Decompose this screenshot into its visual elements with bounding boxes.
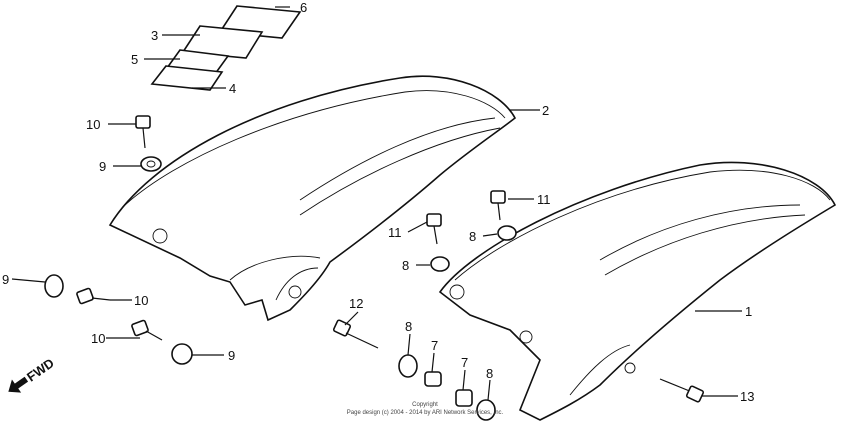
grommet-8-a [430,256,450,272]
callout-9a: 9 [99,159,106,174]
callout-4: 4 [229,81,236,96]
copyright-line-1: Copyright [412,402,438,408]
callout-10a: 10 [86,117,100,132]
callout-8a: 8 [469,229,476,244]
callout-11a: 11 [537,192,551,207]
callout-10b: 10 [134,293,148,308]
copyright-line-2: Page design (c) 2004 - 2014 by ARI Netwo… [346,410,504,416]
callout-9c: 9 [228,348,235,363]
callout-8d: 8 [486,366,493,381]
grommet-9-left [44,274,64,298]
grommet-8-d [476,399,496,421]
callout-7a: 7 [431,338,438,353]
nut-7-b [455,389,473,407]
callout-11b: 11 [388,225,402,240]
bolt-12 [332,319,379,349]
callout-9b: 9 [2,272,9,287]
arrow-left-icon [8,376,29,393]
callout-13: 13 [740,389,754,404]
copyright-notice: Copyright Page design (c) 2004 - 2014 by… [300,401,550,417]
decal-4 [150,65,224,91]
callout-7b: 7 [461,355,468,370]
bolt-11-left [426,213,442,245]
bolt-10-upper [135,115,151,149]
callout-10c: 10 [91,331,105,346]
callout-2: 2 [542,103,549,118]
fender-2 [108,75,517,322]
grommet-8-b [497,225,517,241]
leader-lines [11,6,742,401]
fender-1 [438,161,837,421]
callout-12: 12 [349,296,363,311]
callout-1: 1 [745,304,752,319]
callout-3: 3 [151,28,158,43]
bolt-13 [659,378,705,403]
callout-8b: 8 [402,258,409,273]
callout-6: 6 [300,0,307,15]
bolt-11-right [490,190,506,221]
callout-8c: 8 [405,319,412,334]
nut-7-a [424,371,442,387]
grommet-9-lower [171,343,193,365]
bolt-10-middle [76,287,111,305]
fwd-label: FWD [24,355,57,384]
decal-3 [181,25,264,59]
bolt-10-lower [131,319,163,341]
grommet-8-c [398,354,418,378]
fwd-arrow: FWD [8,355,57,393]
callout-5: 5 [131,52,138,67]
grommet-9-upper [140,156,162,172]
